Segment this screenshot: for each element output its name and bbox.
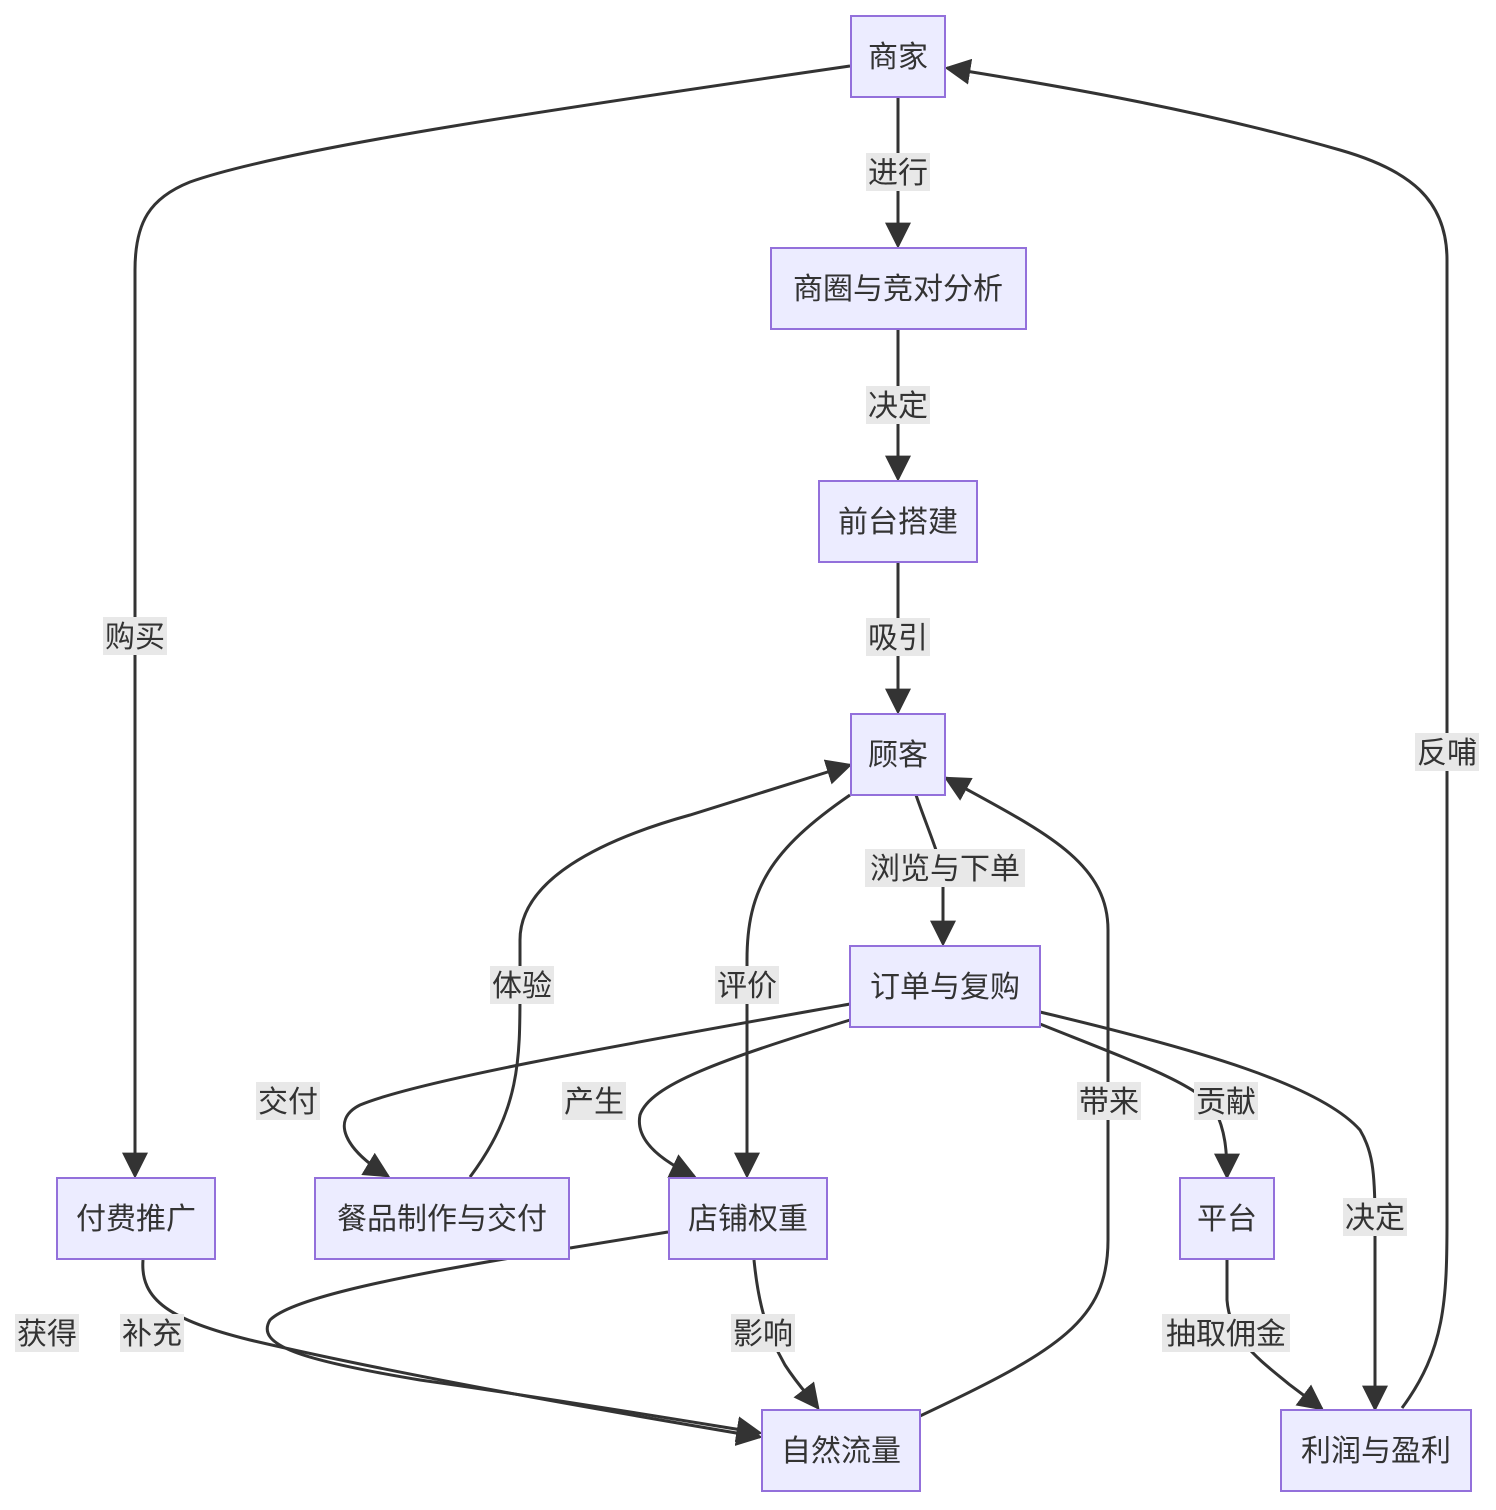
svg-text:进行: 进行 xyxy=(868,156,928,191)
edge-naturaltraffic-customer xyxy=(919,776,1110,1418)
edge-labels: 进行 决定 吸引 浏览与下单 购买 反哺 体验 评价 xyxy=(15,153,1479,1352)
node-storefront[interactable]: 前台搭建 xyxy=(818,480,978,563)
edge-merchant-paidpromo xyxy=(122,64,851,1179)
svg-text:体验: 体验 xyxy=(492,969,552,1004)
edge-profit-merchant xyxy=(944,58,1449,1409)
edge-label-decide2: 决定 xyxy=(1343,1198,1407,1236)
svg-text:付费推广: 付费推广 xyxy=(76,1202,196,1237)
node-profit[interactable]: 利润与盈利 xyxy=(1280,1409,1472,1492)
edge-label-experience: 体验 xyxy=(490,966,554,1004)
node-analysis[interactable]: 商圈与竞对分析 xyxy=(770,247,1027,330)
edge-order-profit xyxy=(1039,1010,1388,1412)
edge-label-produce: 产生 xyxy=(562,1082,626,1120)
edge-meal-naturaltraffic xyxy=(265,1256,763,1443)
edge-label-feedback: 反哺 xyxy=(1415,733,1479,771)
node-order[interactable]: 订单与复购 xyxy=(849,945,1041,1028)
svg-text:产生: 产生 xyxy=(564,1085,624,1120)
edge-label-browse-order: 浏览与下单 xyxy=(865,849,1025,887)
edge-meal-customer xyxy=(468,759,853,1178)
svg-text:决定: 决定 xyxy=(1345,1201,1405,1236)
svg-text:影响: 影响 xyxy=(733,1317,793,1352)
svg-text:反哺: 反哺 xyxy=(1417,736,1477,771)
svg-text:订单与复购: 订单与复购 xyxy=(870,970,1020,1005)
edge-label-contribute: 贡献 xyxy=(1194,1082,1258,1120)
node-meal[interactable]: 餐品制作与交付 xyxy=(314,1177,570,1260)
edge-label-influence: 影响 xyxy=(731,1314,795,1352)
svg-text:商圈与竞对分析: 商圈与竞对分析 xyxy=(793,272,1003,307)
svg-text:抽取佣金: 抽取佣金 xyxy=(1166,1317,1286,1352)
edge-label-review: 评价 xyxy=(715,966,779,1004)
svg-text:决定: 决定 xyxy=(868,389,928,424)
svg-text:获得: 获得 xyxy=(17,1317,77,1352)
svg-text:吸引: 吸引 xyxy=(868,621,928,656)
edge-label-gain: 获得 xyxy=(15,1314,79,1352)
node-shop-weight[interactable]: 店铺权重 xyxy=(668,1177,828,1260)
edge-customer-shopweight xyxy=(734,793,851,1179)
svg-text:贡献: 贡献 xyxy=(1196,1085,1256,1120)
nodes: 商家 商圈与竞对分析 前台搭建 顾客 订单与复购 付费推广 餐品制作与交付 店 xyxy=(56,15,1472,1492)
svg-text:评价: 评价 xyxy=(717,969,777,1004)
node-platform[interactable]: 平台 xyxy=(1179,1177,1275,1260)
edge-label-attract: 吸引 xyxy=(866,618,930,656)
svg-text:带来: 带来 xyxy=(1079,1085,1139,1120)
node-natural-traffic[interactable]: 自然流量 xyxy=(761,1409,921,1492)
edge-label-bring: 带来 xyxy=(1077,1082,1141,1120)
svg-text:商家: 商家 xyxy=(868,40,928,75)
svg-text:浏览与下单: 浏览与下单 xyxy=(870,852,1020,887)
svg-text:店铺权重: 店铺权重 xyxy=(688,1202,808,1237)
svg-text:前台搭建: 前台搭建 xyxy=(838,505,958,540)
edge-label-commission: 抽取佣金 xyxy=(1162,1314,1290,1352)
edge-order-shopweight xyxy=(637,1018,851,1178)
svg-text:购买: 购买 xyxy=(105,620,165,655)
svg-text:利润与盈利: 利润与盈利 xyxy=(1301,1434,1451,1469)
svg-text:餐品制作与交付: 餐品制作与交付 xyxy=(337,1202,547,1237)
svg-text:补充: 补充 xyxy=(122,1317,182,1352)
edge-shopweight-connector xyxy=(569,1230,669,1250)
edge-paidpromo-naturaltraffic xyxy=(141,1259,763,1446)
edge-label-deliver: 交付 xyxy=(256,1082,320,1120)
edge-label-buy: 购买 xyxy=(103,617,167,655)
svg-text:顾客: 顾客 xyxy=(868,738,928,773)
svg-text:交付: 交付 xyxy=(258,1085,318,1120)
edge-order-meal xyxy=(342,1002,851,1178)
edge-shopweight-naturaltraffic xyxy=(752,1259,820,1411)
node-merchant[interactable]: 商家 xyxy=(850,15,946,98)
edges xyxy=(122,58,1449,1446)
node-customer[interactable]: 顾客 xyxy=(850,713,946,796)
edge-label-conduct: 进行 xyxy=(866,153,930,191)
svg-text:自然流量: 自然流量 xyxy=(781,1434,901,1469)
edge-label-decide1: 决定 xyxy=(866,386,930,424)
node-paid-promo[interactable]: 付费推广 xyxy=(56,1177,216,1260)
svg-text:平台: 平台 xyxy=(1197,1202,1257,1237)
edge-label-supplement: 补充 xyxy=(120,1314,184,1352)
